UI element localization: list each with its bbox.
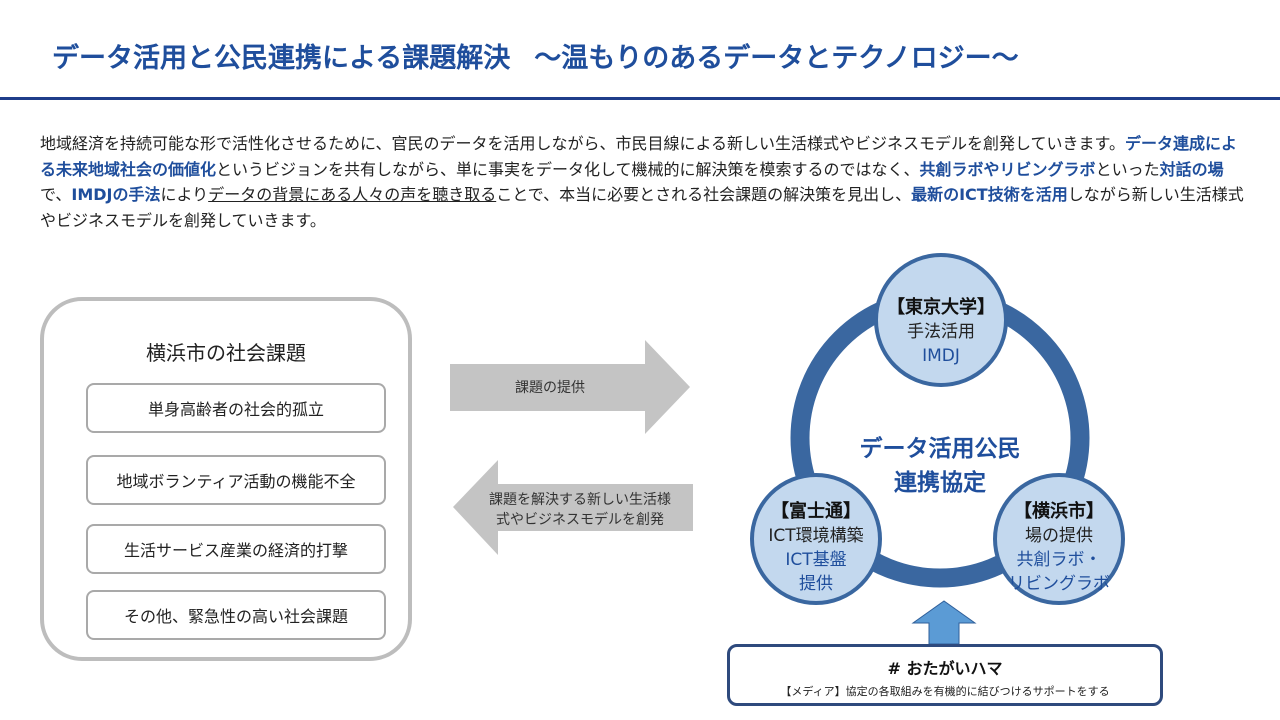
yokohama-heading: 【横浜市】 (1014, 501, 1104, 522)
issue-item: 地域ボランティア活動の機能不全 (86, 455, 386, 505)
intro-emphasis: IMDJの手法 (71, 185, 161, 204)
intro-emphasis: 最新のICT技術を活用 (911, 185, 1068, 204)
arrow-left-label-line: 式やビジネスモデルを創発 (496, 512, 664, 528)
yokohama-label: 【横浜市】 場の提供 共創ラボ・ リビングラボ (989, 500, 1129, 596)
title-main: データ活用と公民連携による課題解決 (52, 43, 511, 74)
issue-item: その他、緊急性の高い社会課題 (86, 590, 386, 640)
intro-text: 地域経済を持続可能な形で活性化させるために、官民のデータを活用しながら、市民目線… (40, 134, 1125, 153)
media-description: 【メディア】協定の各取組みを有機的に結びつけるサポートをする (780, 685, 1110, 698)
yokohama-detail: 共創ラボ・ (1016, 550, 1102, 570)
yokohama-role: 場の提供 (1025, 526, 1093, 546)
fujitsu-detail: ICT基盤 (785, 550, 847, 570)
fujitsu-role: ICT環境構築 (768, 526, 864, 546)
tokyo-method: IMDJ (922, 346, 960, 366)
intro-emphasis: 対話の場 (1159, 159, 1224, 179)
intro-text: により (160, 185, 209, 204)
agreement-title-line: 連携協定 (894, 470, 986, 496)
intro-text: というビジョンを共有しながら、単に事実をデータ化して機械的に解決策を模索するので… (216, 159, 920, 179)
intro-paragraph: 地域経済を持続可能な形で活性化させるために、官民のデータを活用しながら、市民目線… (40, 131, 1250, 233)
issue-item: 生活サービス産業の経済的打撃 (86, 524, 386, 574)
intro-emphasis: 共創ラボやリビングラボ (919, 159, 1096, 179)
page-title: データ活用と公民連携による課題解決〜温もりのあるデータとテクノロジー〜 (52, 36, 1252, 75)
fujitsu-heading: 【富士通】 (771, 501, 861, 522)
agreement-title-line: データ活用公民 (859, 436, 1021, 462)
title-divider (0, 97, 1280, 100)
intro-underline: データの背景にある人々の声を聴き取る (208, 185, 497, 204)
tokyo-heading: 【東京大学】 (887, 297, 995, 318)
social-issues-title: 横浜市の社会課題 (146, 341, 306, 365)
arrow-right-label: 課題の提供 (515, 380, 585, 396)
circle-tokyo (874, 253, 1008, 387)
tokyo-role: 手法活用 (907, 322, 975, 342)
title-subtitle: 〜温もりのあるデータとテクノロジー〜 (534, 43, 1019, 74)
arrow-left-label-line: 課題を解決する新しい生活様 (489, 492, 671, 508)
arrow-left-label: 課題を解決する新しい生活様 式やビジネスモデルを創発 (470, 490, 690, 530)
media-box: # おたがいハマ 【メディア】協定の各取組みを有機的に結びつけるサポートをする (727, 644, 1163, 706)
fujitsu-label: 【富士通】 ICT環境構築 ICT基盤 提供 (746, 500, 886, 596)
intro-emphasis: データ連成による未来地域社会の価値化 (40, 134, 1237, 179)
intro-text: ことで、本当に必要とされる社会課題の解決策を見出し、 (496, 185, 912, 204)
circle-fujitsu (750, 473, 882, 605)
yokohama-detail: リビングラボ (1008, 574, 1110, 594)
arrow-left (453, 460, 693, 555)
tokyo-label: 【東京大学】 手法活用 IMDJ (871, 296, 1011, 368)
intro-text: で、 (40, 185, 72, 204)
media-title: # おたがいハマ (887, 659, 1003, 678)
issue-item: 単身高齢者の社会的孤立 (86, 383, 386, 433)
arrow-right (450, 340, 690, 434)
agreement-title: データ活用公民 連携協定 (820, 432, 1060, 500)
intro-text: しながら新しい生活様式やビジネスモデルを創発していきます。 (40, 185, 1244, 230)
arrow-up (911, 600, 977, 645)
social-issues-panel: 横浜市の社会課題 単身高齢者の社会的孤立 地域ボランティア活動の機能不全 生活サ… (40, 297, 412, 661)
circle-yokohama (993, 473, 1125, 605)
fujitsu-detail: 提供 (799, 574, 833, 594)
intro-text: といった (1095, 159, 1160, 179)
